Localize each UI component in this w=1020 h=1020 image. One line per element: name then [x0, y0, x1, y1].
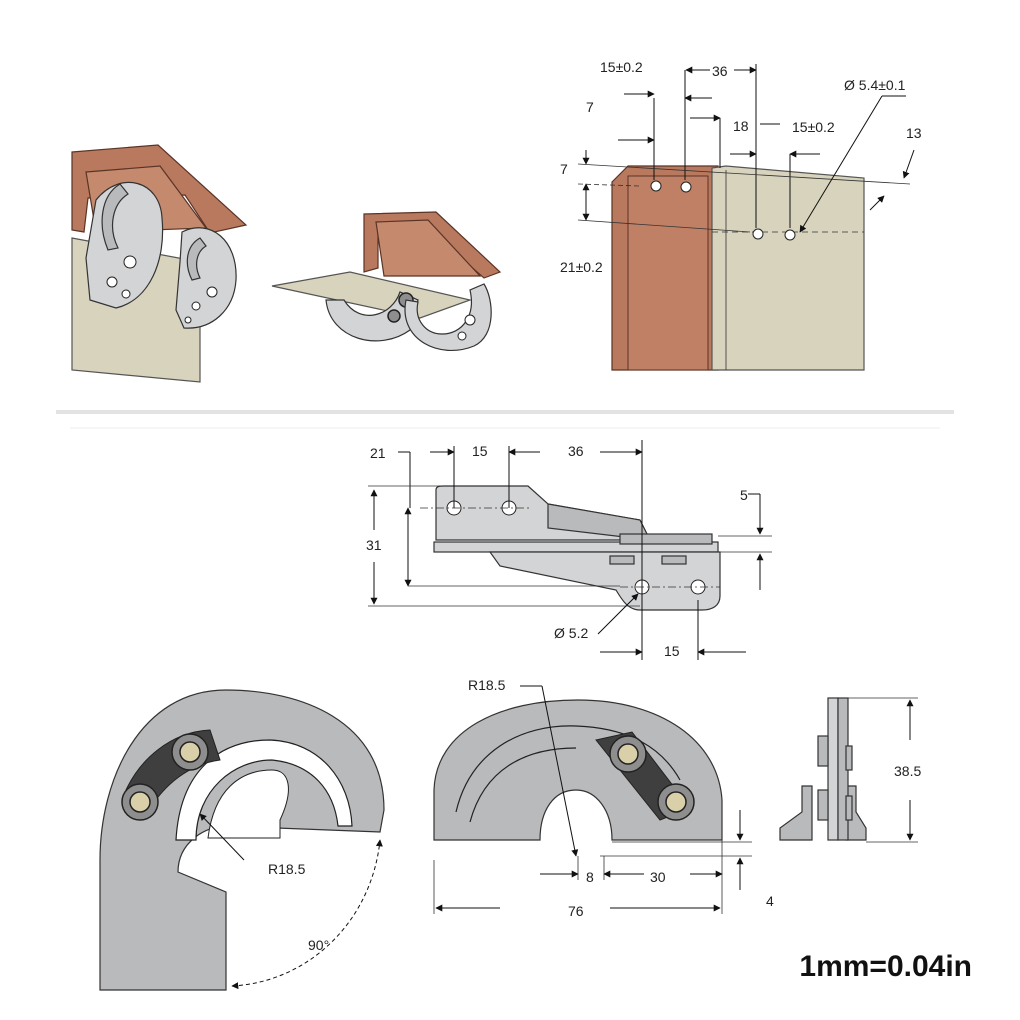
hinge-plate-rotation-drawing: R18.5 90°: [99, 689, 385, 991]
angle-label: 90°: [308, 937, 329, 953]
dim-21: 21: [370, 445, 386, 461]
dim-hole-spacing-2: 15±0.2: [792, 119, 835, 135]
dim-thickness-13: 13: [906, 125, 922, 141]
dim-4: 4: [766, 893, 774, 909]
dim-hole-5-2: Ø 5.2: [554, 625, 588, 641]
dim-36: 36: [568, 443, 584, 459]
dim-31: 31: [366, 537, 382, 553]
dim-76: 76: [568, 903, 584, 919]
dim-offset-36: 36: [712, 63, 728, 79]
scale-conversion-label: 1mm=0.04in: [799, 950, 972, 983]
radius-label-left: R18.5: [268, 861, 306, 877]
dim-30: 30: [650, 869, 666, 885]
illustration-installed-hinge: [71, 144, 248, 383]
hinge-side-profile-drawing: 38.5: [779, 697, 921, 843]
panel-drilling-drawing: 15±0.2 36 Ø 5.4±0.1 7 18 15±0.2 13 7 21±…: [560, 59, 922, 371]
side-view-drawing: 21 15 36 5 31 Ø 5.2 15: [366, 440, 772, 660]
dim-5: 5: [740, 487, 748, 503]
dim-edge-7: 7: [586, 99, 594, 115]
radius-label-middle: R18.5: [468, 677, 506, 693]
dim-top-7: 7: [560, 161, 568, 177]
dim-offset-18: 18: [733, 118, 749, 134]
dim-vertical-21: 21±0.2: [560, 259, 603, 275]
illustration-folded-hinge: [271, 211, 502, 351]
dim-hole-spacing-1: 15±0.2: [600, 59, 643, 75]
dim-15-bottom: 15: [664, 643, 680, 659]
dim-8: 8: [586, 869, 594, 885]
dim-hole-diameter: Ø 5.4±0.1: [844, 77, 906, 93]
dim-38-5: 38.5: [894, 763, 921, 779]
dim-15-top: 15: [472, 443, 488, 459]
hinge-plate-front-drawing: R18.5 8 30 76 4: [433, 677, 774, 919]
